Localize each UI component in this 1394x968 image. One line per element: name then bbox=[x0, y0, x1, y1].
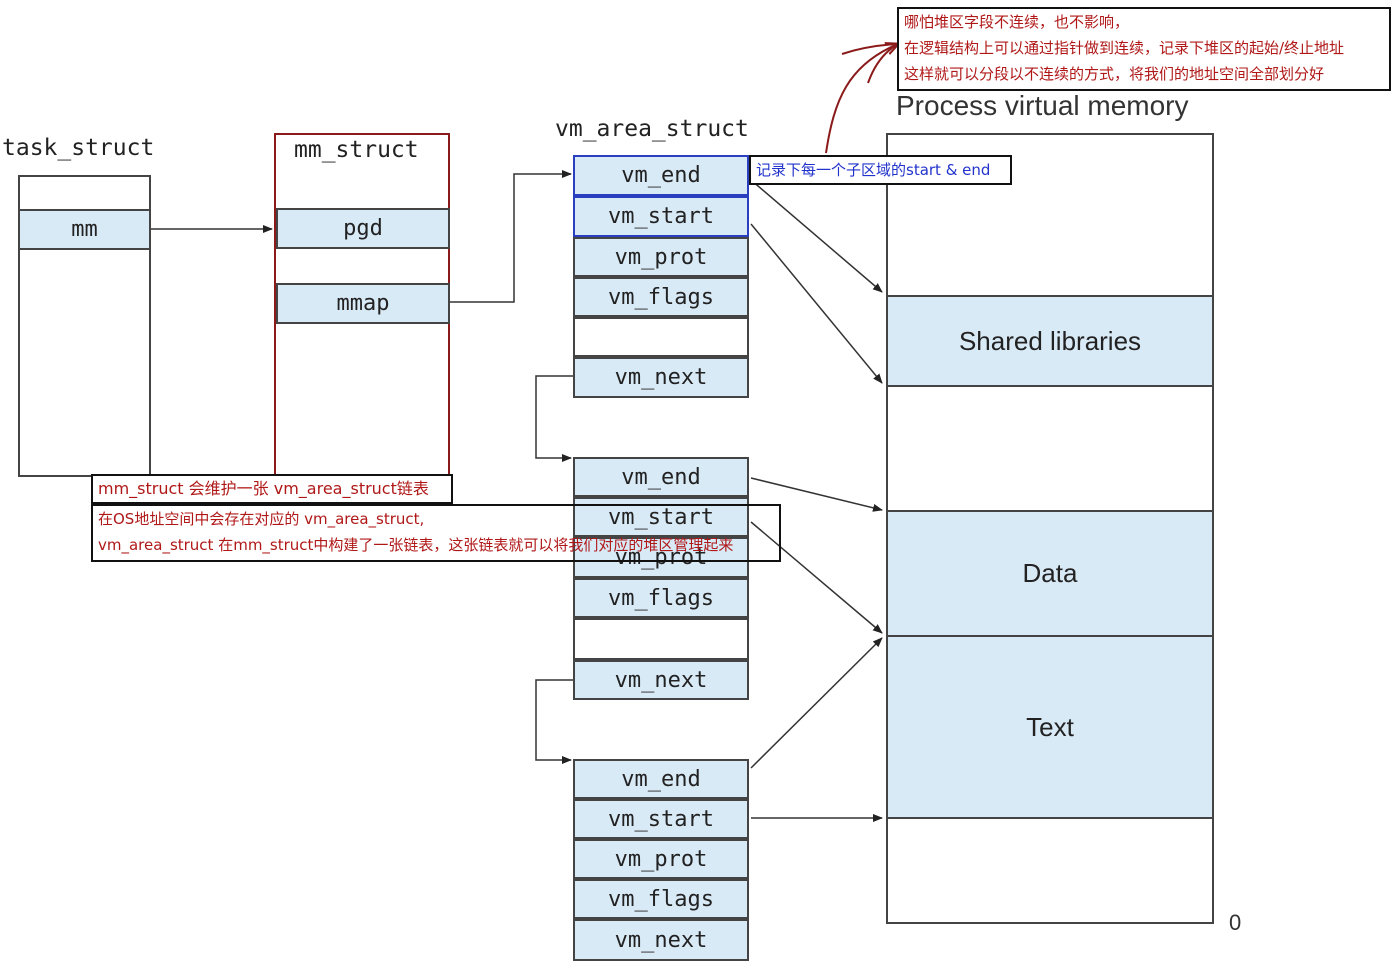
mmap-field: mmap bbox=[276, 283, 450, 324]
mmap-to-vm-area-arrow bbox=[450, 170, 572, 303]
note-line: 这样就可以分段以不连续的方式，将我们的地址空间全部划分好 bbox=[904, 65, 1325, 83]
mm-struct-title: mm_struct bbox=[294, 137, 419, 163]
vm-range-note: 记录下每一个子区域的start & end bbox=[749, 155, 1012, 185]
vm-start-field: vm_start bbox=[573, 196, 749, 237]
memory-region bbox=[886, 817, 1214, 924]
vm-prot-field: vm_prot bbox=[573, 237, 749, 277]
vm-blank-field bbox=[573, 317, 749, 357]
task-struct-box: mm bbox=[18, 175, 151, 477]
vm-flags-field: vm_flags bbox=[573, 879, 749, 919]
vm-next-field: vm_next bbox=[573, 919, 749, 961]
vm-start-field: vm_start bbox=[573, 497, 749, 537]
vm-prot-field: vm_prot bbox=[573, 537, 749, 578]
shared-libraries-region: Shared libraries bbox=[886, 295, 1214, 387]
process-memory-title: Process virtual memory bbox=[896, 90, 1189, 121]
vm-area-struct-title: vm_area_struct bbox=[555, 116, 749, 142]
vm-end-pointer-arrow bbox=[750, 179, 883, 293]
vm-next-link-arrow bbox=[535, 375, 573, 462]
annotation-arrow bbox=[867, 43, 899, 84]
vm-flags-field: vm_flags bbox=[573, 277, 749, 317]
vm-next-field: vm_next bbox=[573, 357, 749, 398]
mm-field: mm bbox=[18, 209, 151, 250]
data-region: Data bbox=[886, 510, 1214, 637]
vm-end-pointer-arrow bbox=[750, 637, 883, 769]
vm-prot-field: vm_prot bbox=[573, 839, 749, 879]
note-line: 哪怕堆区字段不连续，也不影响， bbox=[904, 13, 1130, 31]
note-line: 在逻辑结构上可以通过指针做到连续，记录下堆区的起始/终止地址 bbox=[904, 39, 1345, 57]
top-annotation-note: 哪怕堆区字段不连续，也不影响， 在逻辑结构上可以通过指针做到连续，记录下堆区的起… bbox=[897, 7, 1391, 91]
annotation-arrow bbox=[841, 43, 899, 55]
vm-area-list-note: 在OS地址空间中会存在对应的 vm_area_struct, vm_area_s… bbox=[91, 504, 781, 562]
note-line: 在OS地址空间中会存在对应的 vm_area_struct, bbox=[98, 510, 425, 528]
mm-struct-box: mm_struct pgd mmap bbox=[274, 133, 450, 476]
vm-next-link-arrow bbox=[535, 679, 573, 764]
vm-next-field: vm_next bbox=[573, 660, 749, 700]
vm-end-pointer-arrow bbox=[750, 477, 883, 512]
task-struct-title: task_struct bbox=[2, 135, 155, 161]
pgd-field: pgd bbox=[276, 208, 450, 249]
vm-end-field: vm_end bbox=[573, 155, 749, 196]
memory-region bbox=[886, 385, 1214, 512]
mm-struct-note: mm_struct 会维护一张 vm_area_struct链表 bbox=[91, 474, 453, 504]
vm-start-field: vm_start bbox=[573, 799, 749, 839]
note-line: vm_area_struct 在mm_struct中构建了一张链表，这张链表就可… bbox=[98, 536, 734, 554]
text-region: Text bbox=[886, 635, 1214, 819]
annotation-arrow bbox=[825, 44, 898, 154]
vm-blank-field bbox=[573, 618, 749, 660]
zero-address-label: 0 bbox=[1229, 910, 1242, 935]
vm-end-field: vm_end bbox=[573, 457, 749, 497]
vm-start-pointer-arrow bbox=[750, 223, 883, 384]
vm-flags-field: vm_flags bbox=[573, 578, 749, 618]
vm-start-pointer-arrow bbox=[750, 521, 883, 634]
vm-end-field: vm_end bbox=[573, 759, 749, 799]
